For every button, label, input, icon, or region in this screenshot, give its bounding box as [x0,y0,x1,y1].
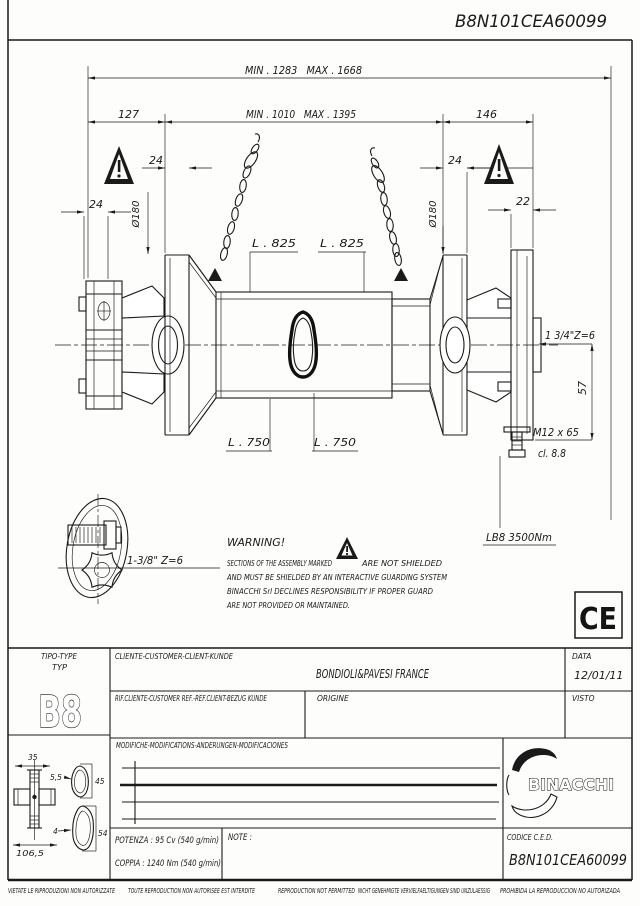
dim-24-right: 24 [448,154,462,167]
sheet-frame [7,0,633,882]
left-guard-cone [164,254,217,436]
dim-l825-b: L . 825 [320,237,364,250]
codice-label: CODICE C.E.D. [507,833,553,842]
tube-profile-symbol [287,310,319,379]
dim-dia180-left: Ø180 [130,201,142,229]
warning-line2: AND MUST BE SHIELDED BY AN INTERACTIVE G… [226,573,447,582]
unshielded-marker-right [394,268,408,281]
coppia-value: COPPIA : 1240 Nm (540 g/min) [115,859,221,869]
warning-triangle-inline [336,537,358,559]
warning-triangle-left [104,146,134,184]
logo-text: BINACCHI [528,775,614,794]
yoke-cross-section-detail [65,497,129,599]
logo-bracket [506,774,510,796]
footer-notices: VIETATE LE RIPRODUZIONI NON AUTORIZZATE … [8,887,620,895]
title-block: TIPO-TYPE TYP B8 CLIENTE-CUSTOMER-CLIENT… [8,647,632,880]
dim-l750-b: L . 750 [314,436,356,449]
mini-journal-drawing: 35 106,5 [12,753,57,858]
ce-mark: CE [574,591,623,639]
warning-line3: BINACCHI Srl DECLINES RESPONSIBILITY IF … [227,587,433,596]
left-hub [78,280,123,410]
warning-line4: ARE NOT PROVIDED OR MAINTAINED. [226,601,350,610]
drawing-code-header: B8N101CEA60099 [455,12,607,32]
warning-note: WARNING! SECTIONS OF THE ASSEMBLY MARKED… [226,536,447,610]
unshielded-marker-left [208,268,222,281]
ce-mark-label: CE [579,602,617,637]
logo-crescent-top [512,748,557,772]
dim-overall: MIN . 1283 MAX . 1668 [245,64,362,77]
dim-dia180-right: Ø180 [427,201,439,229]
footer-notice-fr: TOUTE REPRODUCTION NON AUTORISEE EST INT… [128,887,255,895]
mini-dim-35: 35 [28,753,38,762]
dim-22: 22 [516,195,530,208]
left-chain [219,133,260,261]
footer-notice-en: REPRODUCTION NOT PERMITTED [278,887,355,895]
codice-value: B8N101CEA60099 [509,851,627,869]
tipo-label2: TYP [52,663,68,672]
warning-title: WARNING! [227,536,285,549]
dim-57: 57 [576,381,589,395]
data-label: DATA [572,652,591,661]
potenza-value: POTENZA : 95 Cv (540 g/min) [115,836,219,846]
dim-146: 146 [476,108,497,121]
mini-dim-5-5: 5,5 [50,773,62,782]
mini-dim-4: 4 [53,827,58,836]
mini-dim-54: 54 [98,829,108,838]
mini-dim-45: 45 [95,777,105,786]
left-yoke [121,285,185,405]
warning-line1b: ARE NOT SHIELDED [361,559,442,568]
note-label: NOTE : [228,833,252,843]
footer-notice-it: VIETATE LE RIPRODUZIONI NON AUTORIZZATE [8,887,115,895]
right-chain [370,147,402,266]
dimension-texts: MIN . 1283 MAX . 1668 MIN . 1010 MAX . 1… [89,64,595,567]
warning-triangle-right [484,144,514,184]
dim-bolt: M12 x 65 [533,426,579,439]
cliente-label: CLIENTE-CUSTOMER-CLIENT-KUNDE [115,652,233,661]
dim-closed: MIN . 1010 MAX . 1395 [246,108,356,121]
tipo-label: TIPO-TYPE [41,652,77,661]
data-value: 12/01/11 [574,669,623,682]
mini-tube-profiles: 5,5 45 4 54 [50,763,108,852]
dim-24-left: 24 [149,154,163,167]
footer-notice-es: PROHIBIDA LA REPRODUCCION NO AUTORIZADA [500,887,620,895]
dim-127: 127 [118,108,139,121]
guard-tubes [215,291,431,399]
visto-label: VISTO [572,694,595,703]
flange-limiter [497,249,542,458]
right-yoke [439,287,512,403]
pto-shaft-drawing [78,133,542,458]
warning-line1a: SECTIONS OF THE ASSEMBLY MARKED [227,559,332,568]
dim-l750-a: L . 750 [228,436,270,449]
dim-l825-a: L . 825 [252,237,296,250]
dim-bolt-class: cl. 8.8 [538,447,566,460]
logo-crescent-bottom [511,793,558,818]
mini-dim-106-5: 106,5 [16,849,44,858]
dim-limiter: LB8 3500Nm [486,531,552,544]
modifiche-label: MODIFICHE-MODIFICATIONS-ANDERUNGEN-MODIF… [116,741,288,750]
dimension-lines [61,66,612,546]
modification-rule-lines [120,761,500,824]
cliente-value: BONDIOLI&PAVESI FRANCE [316,666,429,681]
tipo-value: B8 [38,687,82,738]
binacchi-logo: BINACCHI [506,748,615,818]
origine-label: ORIGINE [317,694,349,703]
footer-notice-de: NICHT GENEHMIGTE VERVIELFAELTIGUNGEN SIN… [358,887,490,895]
dim-spline: 1-3/8" Z=6 [127,554,183,567]
rif-label: RIF.CLIENTE-CUSTOMER REF.-REF.CLIENT-BEZ… [115,694,267,703]
dim-shaft-end: 1 3/4"Z=6 [545,329,595,342]
dim-24-hub: 24 [89,198,103,211]
